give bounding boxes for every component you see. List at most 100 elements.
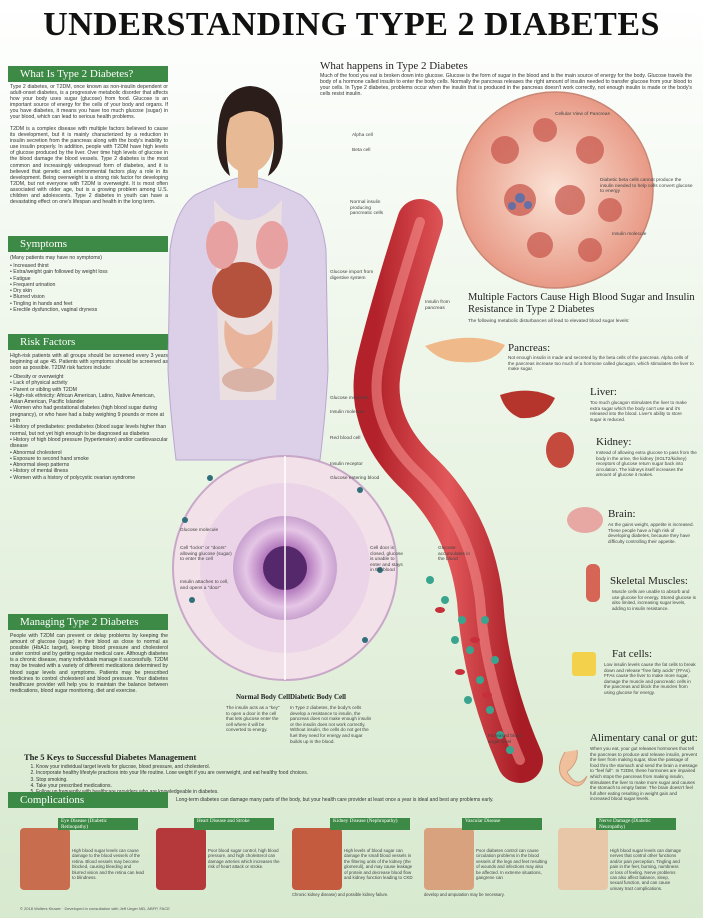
label-glucose-import: Glucose import from digestive system — [330, 270, 374, 281]
what-is-heading: What Is Type 2 Diabetes? — [8, 66, 168, 82]
label-alpha: Alpha cell — [352, 133, 373, 138]
symptoms-heading: Symptoms — [8, 236, 168, 252]
complications-intro: Long-term diabetes can damage many parts… — [176, 797, 494, 803]
label-insulin-unlock: Insulin attaches to cell, and opens a "d… — [180, 580, 229, 591]
complication-card-nerve: Nerve Damage (Diabetic Neuropathy) High … — [558, 818, 686, 910]
complication-card-heart: Heart Disease and Stroke Poor blood suga… — [156, 818, 284, 910]
label-cellular-view: Cellular View of Pancreas — [555, 112, 610, 117]
complications-heading: Complications — [8, 792, 168, 808]
label-key: Cell "locks" or "doors" allowing glucose… — [180, 546, 232, 563]
risk-list: Obesity or overweight Lack of physical a… — [10, 374, 168, 481]
list-item: History of prediabetes: prediabetes (blo… — [10, 424, 168, 437]
list-item: Dry skin — [10, 288, 168, 294]
label-increased-sugar: Increased blood sugar level — [488, 734, 523, 745]
brain-icon — [567, 507, 603, 533]
complication-title: Heart Disease and Stroke — [194, 818, 274, 830]
organ-text-muscles: Muscle cells are unable to absorb and us… — [612, 589, 696, 611]
complication-card-vascular: Vascular Disease Poor diabetes control c… — [424, 818, 552, 910]
nerve-icon — [558, 828, 608, 890]
list-item: Erectile dysfunction, vaginal dryness — [10, 307, 168, 313]
pancreas-icon — [425, 337, 505, 363]
symptoms-intro: (Many patients may have no symptoms) — [10, 255, 102, 261]
complication-text: High blood sugar levels can cause damage… — [72, 848, 145, 881]
organ-title-brain: Brain: — [608, 508, 636, 520]
complication-text: High blood sugar levels can damage nerve… — [610, 848, 682, 891]
woman-figure — [167, 86, 329, 461]
what-is-p1: Type 2 diabetes, or T2DM, once known as … — [10, 84, 168, 121]
list-item: Abnormal cholesterol — [10, 450, 168, 456]
list-item: Parent or sibling with T2DM — [10, 387, 168, 393]
list-item: Women who had gestational diabetes (high… — [10, 405, 168, 424]
multiple-factors-heading: Multiple Factors Cause High Blood Sugar … — [468, 292, 695, 315]
list-item: History of mental illness — [10, 468, 168, 474]
kidney-disease-icon — [292, 828, 342, 890]
list-item: Frequent urination — [10, 282, 168, 288]
label-glucose-molecule: Glucose molecule — [330, 396, 369, 401]
diabetic-cell-title: Diabetic Body Cell — [290, 693, 346, 701]
list-item: Exposure to second hand smoke — [10, 456, 168, 462]
kidney-icon — [546, 432, 574, 468]
heart-icon — [156, 828, 206, 890]
complication-text: Poor diabetes control can cause circulat… — [476, 848, 548, 881]
complication-text: Poor blood sugar control, high blood pre… — [208, 848, 280, 870]
label-insulin-molecule: Insulin molecule — [612, 232, 647, 237]
list-item: Stop smoking. — [36, 777, 404, 783]
what-is-p2: T2DM is a complex disease with multiple … — [10, 126, 168, 206]
managing-text: People with T2DM can prevent or delay pr… — [10, 633, 168, 694]
organ-text-fat: Low insulin levels cause the fat cells t… — [604, 662, 696, 695]
list-item: High-risk ethnicity: African American, L… — [10, 393, 168, 406]
organ-text-gut: When you eat, your gut releases hormones… — [590, 746, 698, 802]
list-item: History of high blood pressure (hyperten… — [10, 437, 168, 450]
managing-heading: Managing Type 2 Diabetes — [8, 614, 168, 630]
list-item: Take your prescribed medications. — [36, 783, 404, 789]
complication-title: Kidney Disease (Nephropathy) — [330, 818, 410, 830]
label-glucose-enters: Glucose entering blood — [330, 476, 380, 481]
organ-text-liver: Too much glucagon stimulates the liver t… — [590, 400, 687, 422]
foot-icon — [424, 828, 474, 890]
complication-title: Nerve Damage (Diabetic Neuropathy) — [596, 818, 676, 830]
organ-title-gut: Alimentary canal or gut: — [590, 732, 698, 744]
poster-title: UNDERSTANDING TYPE 2 DIABETES — [43, 6, 660, 43]
five-keys-heading: The 5 Keys to Successful Diabetes Manage… — [24, 752, 197, 762]
organ-title-pancreas: Pancreas: — [508, 342, 551, 354]
multiple-factors-sub: The following metabolic disturbances all… — [468, 319, 630, 324]
label-glucose-molecule-cell: Glucose molecule — [180, 528, 219, 533]
label-insulin-molecule2: Insulin molecule — [330, 410, 365, 415]
label-insulin-pancreas: Insulin from pancreas — [425, 300, 450, 311]
organ-title-kidney: Kidney: — [596, 436, 632, 448]
diabetic-cell-text: In Type 2 diabetes, the body's cells dev… — [290, 705, 372, 744]
complication-text: High levels of blood sugar can damage th… — [344, 848, 413, 881]
complication-card-kidney: Kidney Disease (Nephropathy) High levels… — [292, 818, 420, 910]
organ-text-kidney: Instead of allowing extra glucose to pas… — [596, 450, 697, 478]
gut-icon — [559, 749, 588, 787]
complication-title: Eye Disease (Diabetic Retinopathy) — [58, 818, 138, 830]
label-cell-door: Cell door is closed, glucose is unable t… — [370, 546, 404, 574]
complication-card-eye: Eye Disease (Diabetic Retinopathy) High … — [20, 818, 148, 910]
what-happens-text: Much of the food you eat is broken down … — [320, 73, 692, 98]
risk-intro: High-risk patients with all groups shoul… — [10, 353, 168, 372]
list-item: Incorporate healthy lifestyle practices … — [36, 770, 404, 776]
list-item: Blurred vision — [10, 294, 168, 300]
list-item: Lack of physical activity — [10, 380, 168, 386]
muscle-icon — [586, 564, 600, 602]
label-islet: Normal insulin producing pancreatic cell… — [350, 200, 384, 217]
red-blood-cells — [435, 607, 492, 698]
organ-text-pancreas: Not enough insulin is made and secreted … — [508, 355, 694, 372]
fat-cells-icon — [572, 652, 596, 676]
list-item: Tingling in hands and feet — [10, 301, 168, 307]
organ-text-brain: As the gains weight, appetite is increas… — [608, 522, 694, 544]
five-keys-box: The 5 Keys to Successful Diabetes Manage… — [24, 752, 404, 795]
list-item: Increased thirst — [10, 263, 168, 269]
list-item: Know your individual target levels for g… — [36, 764, 404, 770]
eye-icon — [20, 828, 70, 890]
complication-title: Vascular Disease — [462, 818, 542, 830]
symptoms-list: Increased thirst Extra/weight gain follo… — [10, 263, 168, 313]
label-diabetic-islet: Diabetic beta cells cannot produce the i… — [600, 178, 693, 195]
complication-caption: Chronic kidney disease) and possible kid… — [292, 892, 389, 897]
normal-cell-title: Normal Body Cell — [236, 693, 291, 701]
list-item: Abnormal sleep patterns — [10, 462, 168, 468]
label-red-blood-cell: Red blood cell — [330, 436, 361, 441]
list-item: Extra/weight gain followed by weight los… — [10, 269, 168, 275]
organ-title-fat: Fat cells: — [612, 648, 653, 660]
